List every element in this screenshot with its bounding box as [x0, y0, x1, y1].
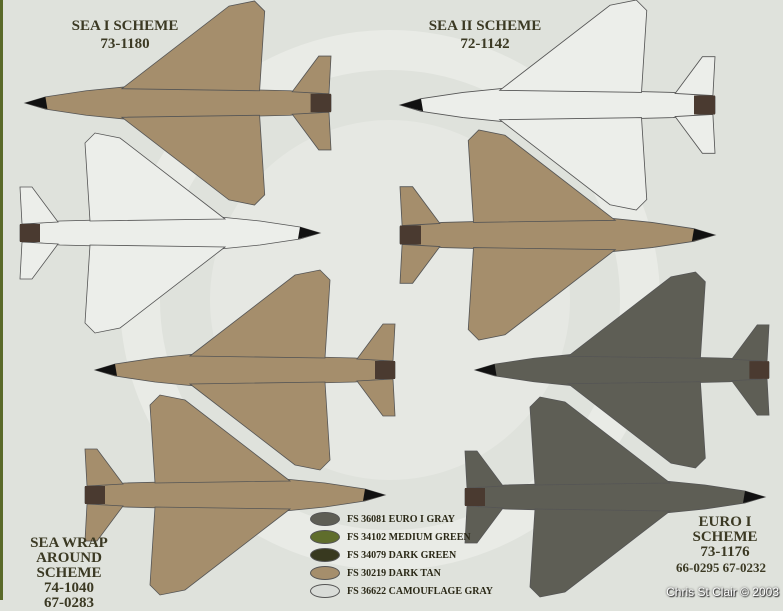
legend-item: FS 30219 DARK TAN	[310, 564, 493, 582]
legend-item: FS 34079 DARK GREEN	[310, 546, 493, 564]
aircraft-sea2-bottom	[399, 0, 716, 211]
exhaust-nozzles	[465, 488, 485, 506]
exhaust-nozzles	[20, 224, 40, 242]
legend-item: FS 36622 CAMOUFLAGE GRAY	[310, 582, 493, 600]
seawrap-title-1: SEA WRAP	[30, 535, 108, 551]
copyright-watermark: Chris St Clair © 2003	[666, 585, 779, 599]
legend-label: FS 34079 DARK GREEN	[347, 549, 457, 561]
exhaust-nozzles	[694, 95, 715, 115]
legend-swatch	[310, 548, 340, 562]
legend-label: FS 36622 CAMOUFLAGE GRAY	[347, 585, 494, 597]
euro1-title-2: SCHEME	[692, 529, 758, 545]
legend-label: FS 36081 EURO I GRAY	[347, 513, 455, 525]
radome	[25, 96, 48, 110]
euro1-title-1: EURO I	[698, 514, 752, 530]
radome	[363, 489, 385, 501]
sea1-label: SEA I SCHEME 73-1180	[40, 17, 210, 53]
radome	[400, 98, 424, 112]
exhaust-nozzles	[375, 361, 395, 379]
sea2-label: SEA II SCHEME 72-1142	[400, 17, 570, 53]
color-legend: FS 36081 EURO I GRAY FS 34102 MEDIUM GRE…	[310, 510, 493, 600]
sea1-title: SEA I SCHEME	[71, 18, 179, 34]
exhaust-nozzles	[749, 361, 769, 379]
aircraft-sea1-bottom	[19, 132, 321, 334]
radome	[298, 227, 320, 239]
radome	[95, 364, 117, 376]
legend-item: FS 34102 MEDIUM GREEN	[310, 528, 493, 546]
seawrap-serial-1: 74-1040	[44, 580, 94, 596]
seawrap-serial-2: 67-0283	[44, 595, 94, 611]
euro1-label: EURO I SCHEME 73-1176 66-0295 67-0232	[670, 514, 780, 576]
radome	[691, 228, 715, 242]
radome	[743, 491, 765, 503]
legend-swatch	[310, 530, 340, 544]
sea2-serial: 72-1142	[460, 36, 510, 52]
legend-swatch	[310, 512, 340, 526]
exhaust-nozzles	[400, 225, 421, 245]
sea1-serial: 73-1180	[100, 36, 150, 52]
page-edge-strip	[0, 0, 3, 600]
legend-label: FS 30219 DARK TAN	[347, 567, 441, 579]
radome	[475, 364, 497, 376]
euro1-serials-extra: 66-0295 67-0232	[676, 560, 766, 575]
seawrap-title-2: AROUND SCHEME	[36, 550, 102, 581]
exhaust-nozzles	[85, 486, 105, 504]
exhaust-nozzles	[310, 93, 331, 113]
legend-item: FS 36081 EURO I GRAY	[310, 510, 493, 528]
legend-label: FS 34102 MEDIUM GREEN	[347, 531, 471, 543]
legend-swatch	[310, 566, 340, 580]
euro1-serial-1: 73-1176	[700, 544, 750, 560]
legend-swatch	[310, 584, 340, 598]
sea2-title: SEA II SCHEME	[428, 18, 542, 34]
seawrap-label: SEA WRAP AROUND SCHEME 74-1040 67-0283	[4, 536, 134, 611]
